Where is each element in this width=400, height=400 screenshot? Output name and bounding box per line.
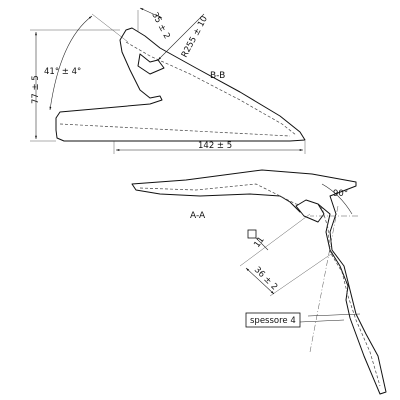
section-bb-view: 77 ± 5 41° ± 4° 35 ± 2 R255 ± 10 142 ± 5… [30,7,306,154]
dim-chamfer-label: 35 ± 2 [149,11,171,41]
section-bb-notch [137,53,165,75]
dim-line-hole [255,237,269,251]
ext-line-angle [91,13,129,43]
dim-line-offset [245,267,275,295]
section-bb-hidden-line-2 [59,123,291,137]
section-aa-title: A-A [190,211,206,221]
dim-width-label: 142 ± 5 [198,141,232,151]
section-aa-notch [295,199,325,223]
section-bb-profile [55,27,306,142]
dim-offset-label: 36 ± 2 [252,265,279,292]
section-aa-profile [131,169,387,395]
hole-symbol [247,229,257,239]
ext-line-offset-2 [269,251,335,297]
thickness-label: spessore 4 [250,316,296,326]
dim-arc-angle [49,15,93,111]
dim-angle-90-label: 90° [333,189,348,199]
ext-line-offset-1 [239,213,311,267]
dim-line-radius [157,13,205,61]
dim-angle-label: 41° ± 4° [44,67,81,77]
thickness-box [245,312,301,328]
dim-line-chamfer [139,7,163,19]
dim-arc-90 [321,183,353,215]
section-aa-view: 90° 11 36 ± 2 spessore 4 A-A [131,169,387,395]
dim-height-label: 77 ± 5 [31,75,41,104]
centerline-1 [309,205,339,353]
dim-radius-label: R255 ± 10 [180,15,210,60]
section-bb-title: B-B [210,71,225,81]
thickness-leader-2 [307,313,361,317]
thickness-leader [299,319,345,323]
section-aa-hidden-line [139,183,381,387]
